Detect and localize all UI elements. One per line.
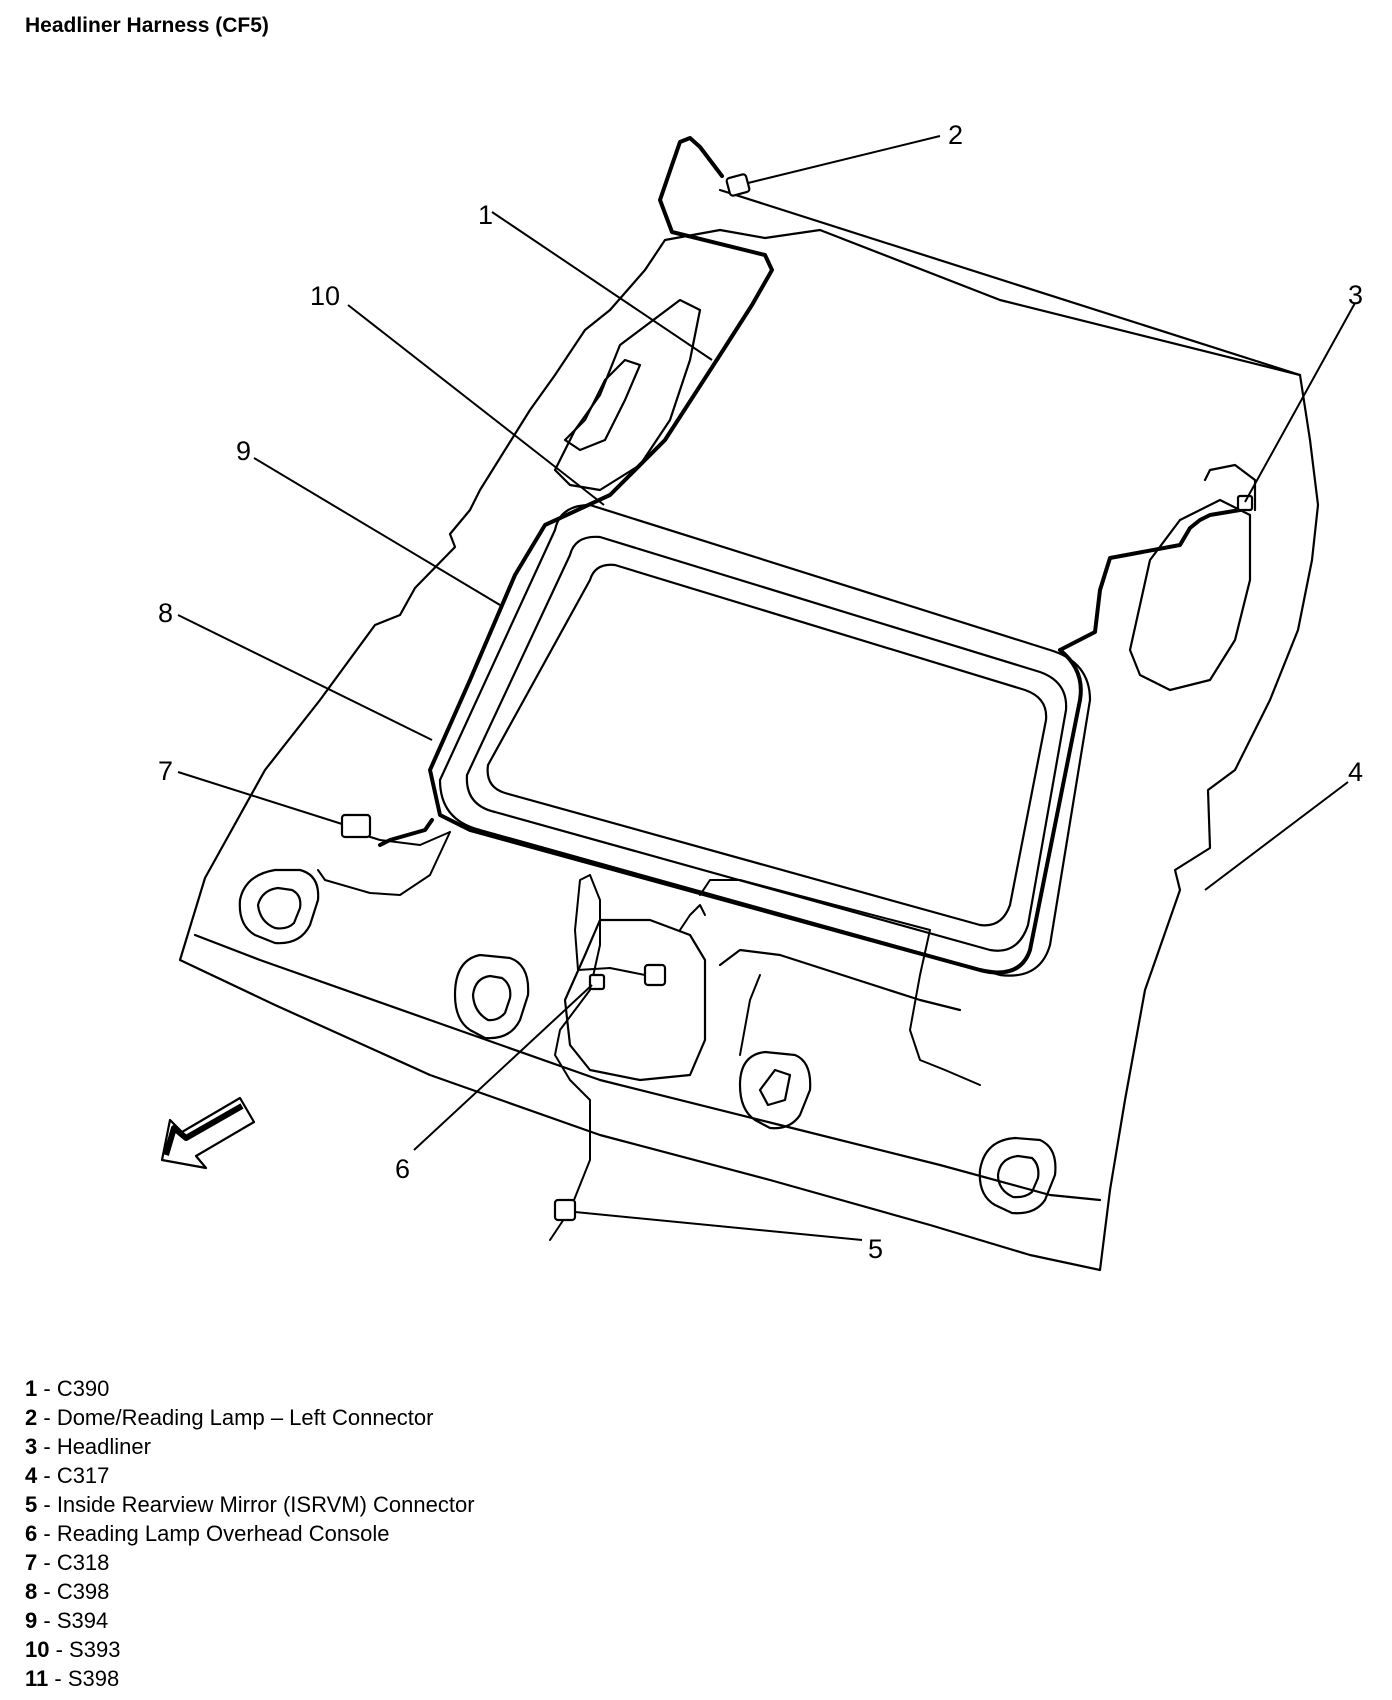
legend-item: 7 - C318 — [25, 1550, 110, 1575]
leader-line-7 — [177, 771, 343, 825]
sunroof-glass — [486, 563, 1048, 927]
dome-lamp-center-right — [738, 1050, 812, 1130]
callout-2: 2 — [948, 120, 963, 150]
legend-item: 1 - C390 — [25, 1376, 110, 1401]
callout-1: 1 — [478, 200, 493, 230]
right-visor-recess — [1128, 498, 1252, 692]
connector-console-junction — [588, 973, 606, 991]
leader-line-8 — [177, 614, 433, 741]
legend-item: 10 - S393 — [25, 1637, 121, 1662]
harness-front-branch — [317, 831, 451, 896]
sunroof-frame-inner — [465, 535, 1068, 952]
harness-main-loop — [428, 136, 1083, 975]
harness-console-branch — [549, 874, 601, 1241]
leader-line-3 — [1244, 302, 1356, 503]
leader-line-10 — [347, 304, 605, 506]
connector-c318 — [340, 813, 372, 839]
legend-item: 4 - C317 — [25, 1463, 110, 1488]
legend-item: 9 - S394 — [25, 1608, 109, 1633]
connector-headliner-right — [1236, 494, 1254, 512]
harness-left-branch — [378, 818, 434, 847]
leader-line-1 — [491, 211, 713, 361]
left-visor-recess — [553, 298, 702, 492]
callout-7: 7 — [158, 756, 173, 786]
connector-c317-dome-left — [725, 173, 751, 197]
callout-4: 4 — [1348, 757, 1363, 787]
leader-line-4 — [1204, 781, 1349, 891]
callout-9: 9 — [236, 436, 251, 466]
dome-lamp-right-rear — [978, 1136, 1057, 1215]
forward-direction-arrow — [160, 1096, 256, 1170]
legend-item: 5 - Inside Rearview Mirror (ISRVM) Conne… — [25, 1492, 475, 1517]
leader-line-9 — [253, 457, 501, 606]
dome-lamp-left-rear — [238, 868, 320, 945]
callout-8: 8 — [158, 598, 173, 628]
dome-lamp-center-left — [453, 953, 530, 1040]
callout-10: 10 — [310, 281, 340, 311]
legend-item: 8 - C398 — [25, 1579, 110, 1604]
leader-line-2 — [747, 135, 941, 184]
leader-line-6 — [413, 984, 593, 1151]
callout-3: 3 — [1348, 280, 1363, 310]
legend-list: 1 - C390 2 - Dome/Reading Lamp – Left Co… — [25, 1374, 475, 1693]
legend-item: 6 - Reading Lamp Overhead Console — [25, 1521, 390, 1546]
leader-line-5 — [574, 1211, 863, 1241]
overhead-console — [563, 918, 707, 1082]
sunroof-frame-outer — [438, 503, 1092, 977]
legend-item: 3 - Headliner — [25, 1434, 151, 1459]
legend-item: 11 - S398 — [25, 1666, 120, 1691]
connector-isrvm — [553, 1198, 577, 1222]
headliner-harness-diagram: 1 2 3 4 5 6 7 8 9 10 — [158, 120, 1363, 1272]
page-title: Headliner Harness (CF5) — [25, 14, 269, 37]
headliner-outline — [178, 188, 1320, 1272]
legend-item: 2 - Dome/Reading Lamp – Left Connector — [25, 1405, 434, 1430]
callout-6: 6 — [395, 1154, 410, 1184]
connector-reading-lamp — [643, 963, 667, 987]
harness-right-branch — [1058, 508, 1242, 652]
callout-5: 5 — [868, 1234, 883, 1264]
headliner-edge-top — [718, 228, 1302, 377]
